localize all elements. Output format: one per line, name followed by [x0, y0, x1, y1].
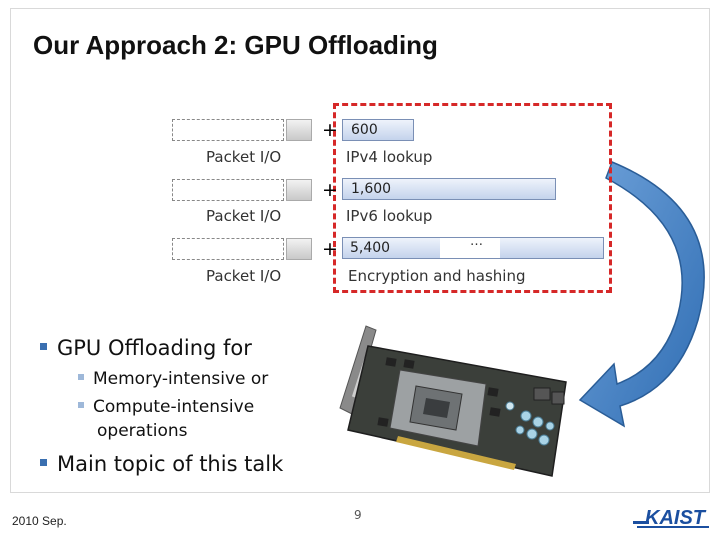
gpu-offload-region [333, 103, 612, 293]
bullet-item: GPU Offloading for [40, 336, 252, 360]
ellipsis: … [470, 234, 483, 249]
bar-break [440, 238, 500, 258]
lookup-label: IPv6 lookup [346, 207, 433, 225]
bullet-text: GPU Offloading for [57, 336, 252, 360]
bullet-text: Memory-intensive or [93, 369, 269, 389]
bullet-text-continuation: operations [97, 421, 188, 441]
packet-io-bar [172, 238, 284, 260]
sub-bullet-item: Compute-intensive [78, 397, 254, 417]
footer-date: 2010 Sep. [12, 514, 67, 528]
plus-sign: + [322, 179, 338, 201]
slide-title: Our Approach 2: GPU Offloading [33, 30, 438, 60]
bullet-square-icon [40, 458, 47, 466]
packet-io-label: Packet I/O [206, 267, 282, 285]
packet-io-bar [172, 119, 284, 141]
bullet-square-icon [78, 374, 84, 380]
value-label: 600 [351, 122, 378, 138]
packet-io-label: Packet I/O [206, 207, 282, 225]
gpu-card-image [339, 325, 567, 477]
page-number: 9 [354, 508, 362, 522]
bullet-item: Main topic of this talk [40, 452, 283, 476]
value-bar [342, 119, 414, 141]
bullet-square-icon [78, 402, 84, 408]
value-label: 5,400 [350, 240, 391, 256]
bullet-text: Main topic of this talk [57, 452, 284, 476]
lookup-label: IPv4 lookup [346, 148, 433, 166]
plus-sign: + [322, 119, 338, 141]
packet-io-cap [286, 119, 312, 141]
lookup-label: Encryption and hashing [348, 267, 526, 285]
bullet-text: Compute-intensive [93, 397, 255, 417]
slide-frame [10, 8, 710, 493]
plus-sign: + [322, 238, 338, 260]
sub-bullet-item: Memory-intensive or [78, 369, 268, 389]
value-bar [342, 178, 556, 200]
packet-io-cap [286, 238, 312, 260]
packet-io-bar [172, 179, 284, 201]
curved-arrow-icon [578, 161, 705, 428]
packet-io-cap [286, 179, 312, 201]
kaist-logo: KAIST [633, 507, 709, 529]
bullet-square-icon [40, 342, 47, 350]
logo-text: KAIST [645, 507, 707, 529]
value-label: 1,600 [351, 181, 392, 197]
packet-io-label: Packet I/O [206, 148, 282, 166]
